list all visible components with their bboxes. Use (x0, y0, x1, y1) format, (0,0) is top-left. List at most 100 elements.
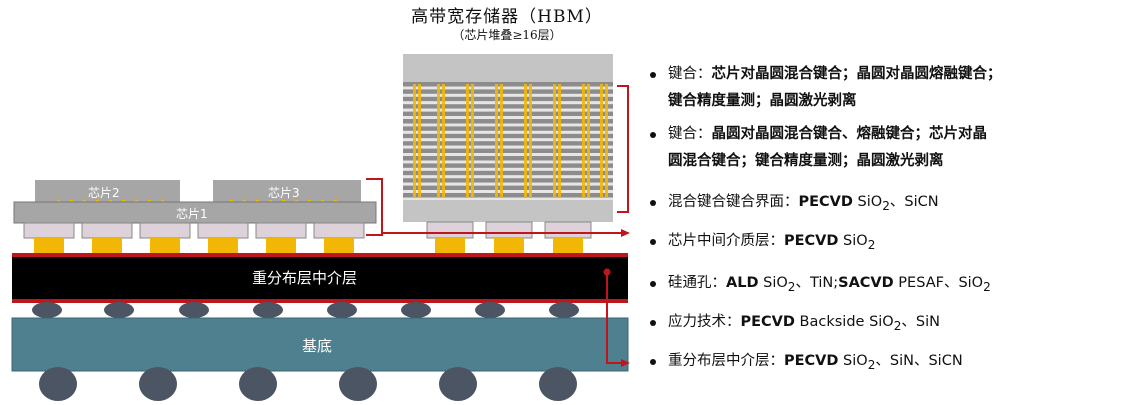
bullet-label: 混合键合键合界面： (668, 194, 799, 210)
hbm-layer (403, 96, 613, 102)
bullet-detail-2: 圆混合键合；键合精度量测；晶圆激光剥离 (668, 153, 944, 169)
bullet-method: PECVD (740, 314, 795, 330)
hbm-tsv (600, 84, 603, 198)
hbm-layer (403, 141, 613, 146)
hbm-layer (403, 89, 613, 94)
bullet-label: 硅通孔： (668, 275, 726, 291)
chip1-microbump (266, 238, 296, 253)
bullet-detail-2: 键合精度量测；晶圆激光剥离 (668, 93, 857, 109)
bullet-method: PECVD (784, 353, 839, 369)
hbm-tsv (529, 84, 532, 198)
hbm-microbump (494, 238, 524, 253)
hbm-pad (544, 221, 592, 239)
bullet-subscript: 2 (893, 318, 902, 333)
hbm-top-die (403, 54, 613, 82)
chip3-die (213, 180, 361, 202)
chip1-microbump (150, 238, 180, 253)
bga-ball (139, 367, 177, 401)
interposer-label: 重分布层中介层 (252, 269, 358, 287)
interposer-arrow-line (606, 272, 622, 364)
hbm-pads (426, 221, 592, 253)
bullet-label: 键合： (668, 126, 712, 142)
hbm-tsv (500, 84, 503, 198)
hbm-layer-gap (403, 153, 613, 157)
chip1-pad (81, 222, 133, 239)
chip-bracket (366, 178, 383, 236)
hbm-base-die (403, 200, 613, 222)
c4-bump (179, 302, 209, 318)
interposer-arrow-head (621, 359, 630, 367)
c4-bump (32, 302, 62, 318)
chip1-die (13, 201, 377, 224)
hbm-tsv (437, 84, 440, 198)
bga-ball (339, 367, 377, 401)
hbm-layer (403, 111, 613, 117)
c4-bump (475, 302, 505, 318)
bullet-dot (650, 200, 656, 206)
hbm-tsv (413, 84, 416, 198)
bullet-material: Backside SiO (794, 314, 894, 330)
bullet-label: 重分布层中介层： (668, 353, 784, 369)
chip2-die (35, 180, 180, 202)
bullet-material-2: 、SiCN (889, 194, 939, 210)
bullet-material: SiO (758, 275, 788, 291)
bga-ball (539, 367, 577, 401)
interposer-bottom-line (12, 299, 628, 303)
interposer-top-line (12, 253, 628, 257)
chip1-pads (23, 222, 365, 253)
hbm-tsv (524, 84, 527, 198)
hbm-layer-gap (403, 116, 613, 120)
bullet-subscript: 2 (787, 279, 796, 294)
substrate-label: 基底 (302, 337, 333, 355)
c4-bump (253, 302, 283, 318)
hbm-layer (403, 126, 613, 131)
bullet-label: 芯片中间介质层： (668, 233, 784, 249)
hbm-layer-gap (403, 123, 613, 127)
bullet-dot (650, 132, 656, 138)
hbm-tsv (558, 84, 561, 198)
bga-ball (239, 367, 277, 401)
bullet-dot (650, 359, 656, 365)
hbm-tsv (553, 84, 556, 198)
chip-arrow-head (621, 229, 630, 237)
hbm-layer (403, 104, 613, 109)
bullet-subscript-2: 2 (983, 279, 991, 294)
solder-balls (39, 367, 577, 401)
hbm-tsv (605, 84, 608, 198)
bullet-dot (650, 72, 656, 78)
hbm-tsv (495, 84, 498, 198)
chip1-microbump (208, 238, 238, 253)
hbm-pad (426, 221, 474, 239)
hbm-bracket (617, 85, 629, 213)
substrate (11, 317, 629, 372)
hbm-layer-gap (403, 175, 613, 179)
bullet-label: 应力技术： (668, 314, 741, 330)
bullet-dot (650, 320, 656, 326)
hbm-layer-gap (403, 190, 613, 194)
hbm-layer-gap (403, 160, 613, 164)
chip3-label: 芯片3 (268, 186, 300, 200)
chip1-pad (255, 222, 307, 239)
chip1-pad (139, 222, 191, 239)
chip1-microbump (34, 238, 64, 253)
hbm-layer-gap (403, 145, 613, 150)
hbm-layer-gap (403, 182, 613, 187)
hbm-layer (403, 133, 613, 139)
hbm-tsv (466, 84, 469, 198)
hbm-microbump (553, 238, 583, 253)
bullet-dot (650, 239, 656, 245)
hbm-tsv (471, 84, 474, 198)
hbm-layer-gap (403, 130, 613, 135)
hbm-subtitle: （芯片堆叠≥16层） (452, 28, 562, 42)
hbm-layers (403, 82, 613, 201)
hbm-layer (403, 163, 613, 168)
bullet-material: SiO (838, 353, 868, 369)
hbm-pad (485, 221, 533, 239)
hbm-layer-gap (403, 138, 613, 142)
bullet-material: SiO (838, 233, 868, 249)
c4-bump (327, 302, 357, 318)
hbm-layer (403, 82, 613, 87)
hbm-layer (403, 170, 613, 176)
chip1-microbump (92, 238, 122, 253)
